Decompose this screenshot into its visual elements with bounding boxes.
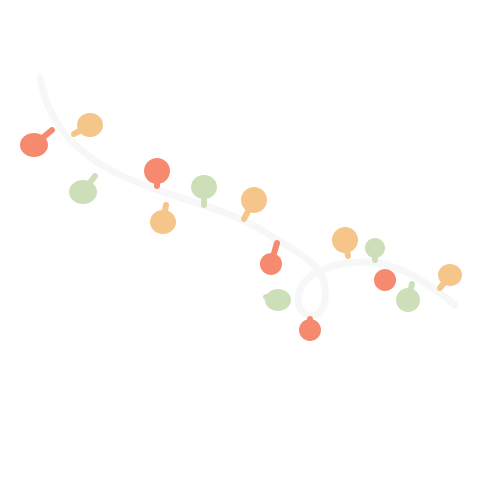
bulb-glass	[77, 113, 103, 137]
bulb-sage	[263, 289, 291, 311]
bulb-sage	[191, 175, 217, 208]
bulb-sage	[69, 173, 98, 204]
bulb-glass	[265, 289, 291, 311]
bulb-glass	[191, 175, 217, 199]
bulb-glass	[396, 288, 420, 312]
bulb-sage	[396, 281, 420, 312]
bulb-glass	[20, 133, 48, 157]
bulb-glass	[150, 210, 176, 234]
bulb-peach	[150, 202, 176, 234]
bulb-sage	[365, 238, 385, 263]
bulb-glass	[144, 158, 170, 184]
bulb-coral	[20, 127, 55, 157]
bulb-coral	[260, 240, 282, 275]
bulb-coral	[299, 316, 321, 341]
bulb-glass	[69, 180, 97, 204]
bulb-peach	[437, 264, 462, 291]
bulb-coral	[374, 269, 396, 291]
bulb-glass	[365, 238, 385, 258]
bulb-coral	[144, 158, 170, 189]
bulbs-layer	[20, 113, 462, 341]
garland-wire	[36, 74, 459, 320]
bulb-peach	[241, 187, 267, 222]
bulb-peach	[71, 113, 103, 137]
bulb-glass	[260, 253, 282, 275]
bulb-peach	[332, 227, 358, 259]
bulb-glass	[438, 264, 462, 286]
bulb-glass	[332, 227, 358, 253]
bulb-glass	[374, 269, 396, 291]
bulb-glass	[299, 319, 321, 341]
bulb-glass	[241, 187, 267, 213]
